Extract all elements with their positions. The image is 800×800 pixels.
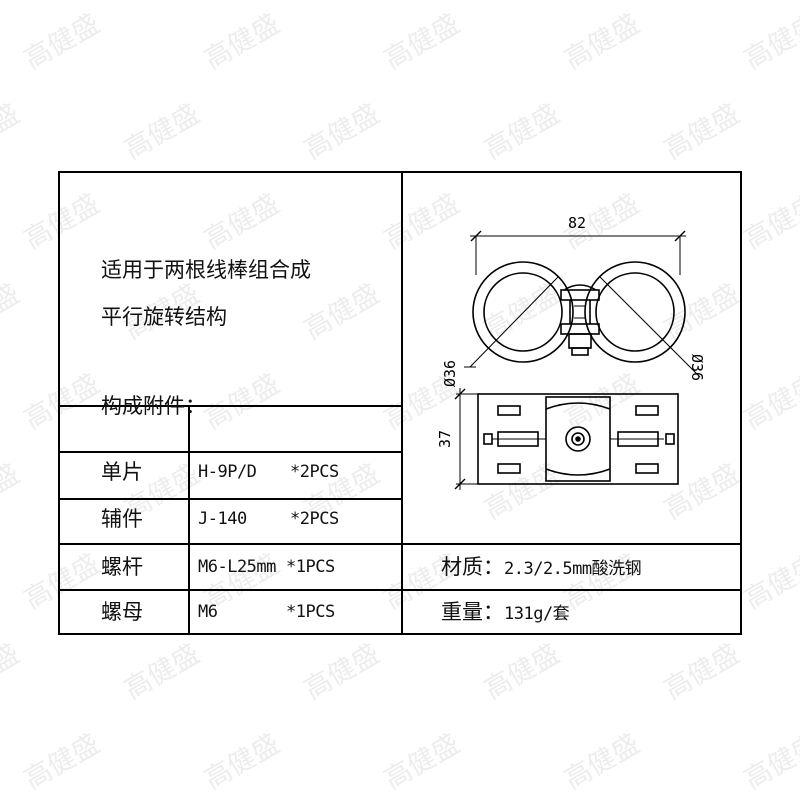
row-divider <box>60 405 401 407</box>
material-value: 2.3/2.5mm酸洗钢 <box>504 559 642 579</box>
row-divider <box>60 498 401 500</box>
watermark-text: 高健盛 <box>479 98 565 166</box>
part-spec: M6 <box>198 602 218 622</box>
dim-dia-left: Ø36 <box>441 360 459 387</box>
description-line-1: 适用于两根线棒组合成 <box>101 258 311 282</box>
watermark-text: 高健盛 <box>739 548 800 616</box>
watermark-text: 高健盛 <box>739 728 800 796</box>
watermark-text: 高健盛 <box>739 8 800 76</box>
part-qty: *1PCS <box>286 557 335 577</box>
dim-dia-right: Ø36 <box>688 354 706 381</box>
description-line-2: 平行旋转结构 <box>101 305 227 329</box>
technical-drawing: 82 Ø36 Ø36 <box>436 214 706 490</box>
watermark-text: 高健盛 <box>379 8 465 76</box>
watermark-text: 高健盛 <box>559 8 645 76</box>
watermark-text: 高健盛 <box>559 728 645 796</box>
weight-value: 131g/套 <box>504 604 570 624</box>
watermark-text: 高健盛 <box>739 368 800 436</box>
watermark-text: 高健盛 <box>0 98 25 166</box>
watermark-text: 高健盛 <box>0 458 25 526</box>
part-name: 辅件 <box>101 507 143 531</box>
part-qty: *1PCS <box>286 602 335 622</box>
watermark-text: 高健盛 <box>19 728 105 796</box>
watermark-text: 高健盛 <box>0 638 25 706</box>
dim-width: 82 <box>568 214 586 232</box>
watermark-text: 高健盛 <box>299 638 385 706</box>
column-divider <box>401 173 403 635</box>
watermark-text: 高健盛 <box>299 98 385 166</box>
watermark-text: 高健盛 <box>199 728 285 796</box>
material-label: 材质： <box>441 555 504 579</box>
part-spec: M6-L25mm <box>198 557 276 577</box>
column-divider <box>188 405 190 453</box>
watermark-text: 高健盛 <box>199 8 285 76</box>
row-divider <box>60 589 742 591</box>
watermark-text: 高健盛 <box>379 728 465 796</box>
watermark-text: 高健盛 <box>659 98 745 166</box>
part-name: 单片 <box>101 460 143 484</box>
watermark-text: 高健盛 <box>739 188 800 256</box>
watermark-text: 高健盛 <box>19 8 105 76</box>
watermark-text: 高健盛 <box>119 98 205 166</box>
row-divider <box>60 543 742 545</box>
part-qty: *2PCS <box>290 462 339 482</box>
material: 材质：2.3/2.5mm酸洗钢 <box>441 555 642 579</box>
watermark-text: 高健盛 <box>479 638 565 706</box>
dim-height: 37 <box>436 430 454 448</box>
part-spec: H-9P/D <box>198 462 257 482</box>
part-name: 螺杆 <box>101 555 143 579</box>
weight-label: 重量： <box>441 600 504 624</box>
weight: 重量：131g/套 <box>441 600 570 624</box>
part-name: 螺母 <box>101 600 143 624</box>
spec-sheet <box>58 171 742 635</box>
part-qty: *2PCS <box>290 509 339 529</box>
part-spec: J-140 <box>198 509 247 529</box>
row-divider <box>60 451 401 453</box>
watermark-text: 高健盛 <box>119 638 205 706</box>
watermark-text: 高健盛 <box>659 638 745 706</box>
parts-heading: 构成附件： <box>101 394 206 418</box>
watermark-text: 高健盛 <box>0 278 25 346</box>
column-divider <box>188 451 190 635</box>
